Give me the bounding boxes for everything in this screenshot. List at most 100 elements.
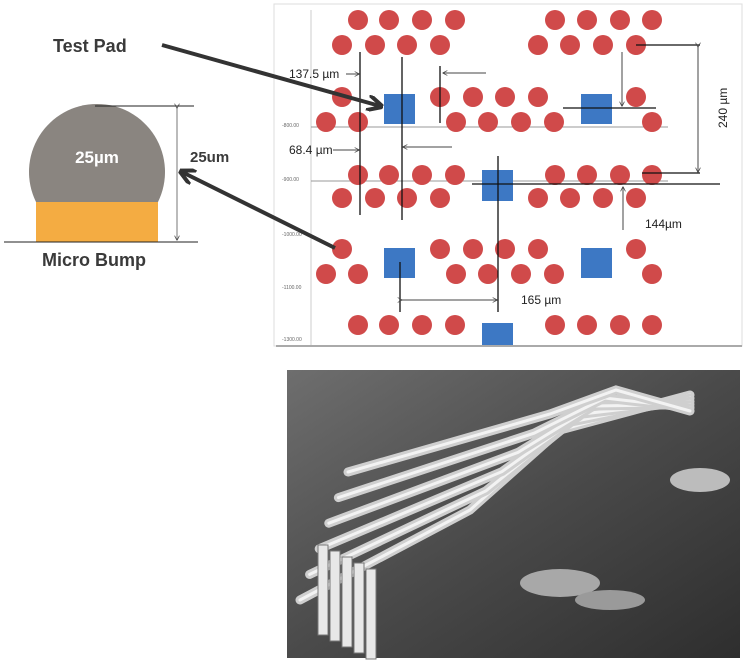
micro-bump [316, 112, 336, 132]
micro-bump [463, 239, 483, 259]
micro-bump [577, 10, 597, 30]
test-pad-label: Test Pad [53, 36, 127, 56]
micro-bump [642, 264, 662, 284]
micro-bump [348, 264, 368, 284]
micro-bump [397, 188, 417, 208]
test-pad-arrow [161, 43, 380, 106]
bump-pad [520, 569, 600, 597]
micro-bump [545, 10, 565, 30]
micro-bump [430, 188, 450, 208]
micro-bump [445, 315, 465, 335]
micro-bump [642, 112, 662, 132]
micro-bump [348, 10, 368, 30]
dim-label: 137.5 µm [289, 67, 339, 81]
probe-tip [329, 550, 341, 642]
micro-bump [412, 315, 432, 335]
micro-bump [610, 315, 630, 335]
micro-bump [528, 35, 548, 55]
micro-bump [446, 112, 466, 132]
micro-bump [545, 165, 565, 185]
dim-label: 68.4 µm [289, 143, 333, 157]
micro-bump [495, 87, 515, 107]
micro-bump [642, 315, 662, 335]
micro-bump [445, 165, 465, 185]
bump-diameter-label: 25µm [75, 148, 119, 167]
micro-bump [545, 315, 565, 335]
test-pad [482, 323, 513, 345]
dim-label: 165 µm [521, 293, 561, 307]
bump-pad [670, 468, 730, 492]
micro-bump [626, 239, 646, 259]
micro-bump [430, 35, 450, 55]
dim-label: 240 µm [716, 88, 730, 128]
micro-bump [446, 264, 466, 284]
micro-bump [397, 35, 417, 55]
probe-tip [317, 544, 329, 636]
probe-beams [295, 385, 695, 660]
micro-bump [332, 239, 352, 259]
micro-bump [511, 264, 531, 284]
micro-bump [528, 239, 548, 259]
test-pad [384, 94, 415, 124]
micro-bump [430, 239, 450, 259]
micro-bump [316, 264, 336, 284]
dim-label: 144µm [645, 217, 682, 231]
micro-bump [511, 112, 531, 132]
micro-bump [544, 264, 564, 284]
bump-height-label: 25um [190, 149, 229, 166]
probe-tip [353, 562, 365, 654]
micro-bump [365, 188, 385, 208]
micro-bump [528, 87, 548, 107]
micro-bump [610, 165, 630, 185]
micro-bump [463, 87, 483, 107]
micro-bump [412, 165, 432, 185]
micro-bump [332, 188, 352, 208]
micro-bump [478, 264, 498, 284]
micro-bump [577, 315, 597, 335]
micro-bump [495, 239, 515, 259]
micro-bump [642, 10, 662, 30]
probe-beam-highlight [346, 388, 692, 474]
micro-bump-label: Micro Bump [42, 250, 146, 270]
micro-bump [577, 165, 597, 185]
micro-bump [528, 188, 548, 208]
axis-label: -800.00 [282, 123, 299, 129]
test-pad [581, 248, 612, 278]
axis-label: -1300.00 [282, 337, 302, 343]
micro-bump-diagram: Test Pad 25µm 25um Micro Bump [4, 36, 229, 270]
micro-bump [348, 315, 368, 335]
test-pad [581, 94, 612, 124]
axis-label: -900.00 [282, 177, 299, 183]
micro-bump [642, 165, 662, 185]
micro-bump [593, 188, 613, 208]
axis-label: -1000.00 [282, 232, 302, 238]
dimension-lines [359, 44, 720, 312]
bump-base [36, 202, 158, 242]
micro-bump [379, 10, 399, 30]
micro-bump [626, 188, 646, 208]
sem-image [287, 370, 740, 660]
micro-bump [560, 188, 580, 208]
bump-pad [575, 590, 645, 610]
probe-tip [365, 568, 377, 660]
micro-bump [348, 112, 368, 132]
micro-bump [610, 10, 630, 30]
micro-bump [445, 10, 465, 30]
micro-bump [412, 10, 432, 30]
micro-bump [348, 165, 368, 185]
bump-cap [29, 103, 165, 202]
micro-bump [379, 315, 399, 335]
micro-bump [544, 112, 564, 132]
micro-bump [379, 165, 399, 185]
micro-bump [365, 35, 385, 55]
layout-plot: -800.00 -900.00 -1000.00 -1100.00 -1300.… [273, 3, 743, 347]
micro-bump [478, 112, 498, 132]
micro-bump [332, 35, 352, 55]
bump-array [316, 10, 662, 335]
micro-bump [560, 35, 580, 55]
micro-bump-arrow [182, 172, 336, 250]
micro-bump [593, 35, 613, 55]
probe-tip [341, 556, 353, 648]
axis-label: -1100.00 [282, 285, 302, 291]
